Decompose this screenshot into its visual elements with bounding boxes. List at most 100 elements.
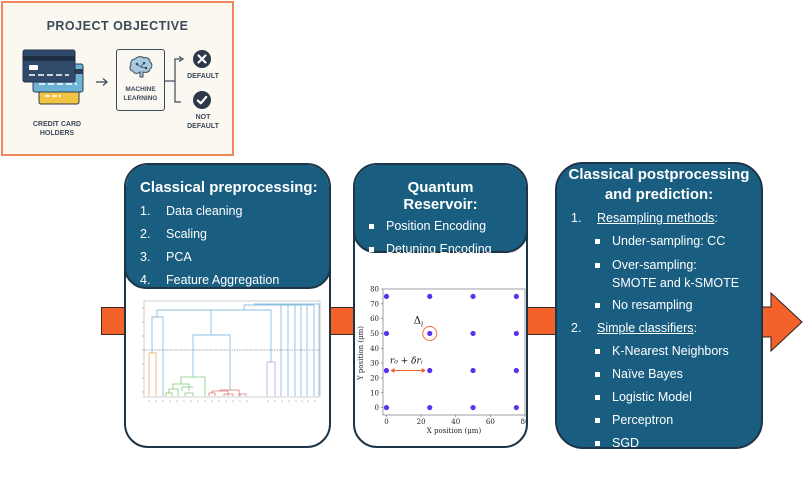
cluster-green (165, 376, 206, 396)
list-item: Under-sampling: CC (595, 230, 761, 253)
credit-card-holders-label: CREDIT CARD HOLDERS (32, 121, 82, 137)
svg-text:1: 1 (301, 399, 303, 403)
bullet-icon (595, 372, 600, 377)
resampling-group: 1.Resampling methods: Under-sampling: CC… (557, 207, 761, 317)
preprocessing-stage: Classical preprocessing: 1.Data cleaning… (124, 163, 331, 448)
svg-text:1: 1 (148, 399, 150, 403)
machine-learning-label: MACHINE LEARNING (123, 86, 158, 102)
project-objective-card: PROJECT OBJECTIVE CREDIT CARD HOLDERS MA… (1, 1, 234, 156)
list-item: 4.Feature Aggregation (140, 273, 280, 287)
group-heading: 2.Simple classifiers: (571, 321, 698, 335)
svg-text:1: 1 (176, 399, 178, 403)
credit-card-icon (22, 49, 84, 105)
svg-text:1: 1 (169, 399, 171, 403)
bullet-icon (595, 464, 600, 469)
detuning-label: Δi (414, 315, 423, 328)
x-tick-label: 60 (486, 418, 495, 426)
cluster-orange (148, 352, 157, 396)
y-tick-label: 20 (370, 374, 379, 382)
x-tick-label: 20 (417, 418, 426, 426)
spacing-label: r₀ + δrᵢ (390, 357, 423, 367)
atoms (383, 293, 519, 411)
svg-text:1: 1 (204, 399, 206, 403)
svg-text:1: 1 (267, 399, 269, 403)
atom-point (383, 330, 390, 337)
atom-point (470, 404, 476, 411)
atom-point (427, 404, 433, 411)
cluster-red (208, 389, 247, 396)
y-tick-label: 30 (370, 360, 379, 368)
x-tick-label: 80 (521, 418, 527, 426)
y-tick-label: 80 (370, 286, 379, 294)
list-item: SVM (595, 455, 761, 478)
svg-text:1: 1 (314, 399, 316, 403)
x-tick-label: 40 (451, 418, 460, 426)
list-item: 1.Data cleaning (140, 204, 243, 218)
svg-text:1: 1 (183, 399, 185, 403)
atom-point (470, 293, 476, 300)
x-ticks: 0 20 40 60 80 (384, 415, 527, 426)
list-item: Detuning Encoding (369, 238, 526, 261)
reservoir-stage: Quantum Reservoir: Position Encoding Det… (353, 163, 528, 448)
postprocessing-title: Classical postprocessing and prediction: (568, 166, 750, 203)
check-circle-icon (193, 91, 211, 109)
atom-point (513, 293, 519, 300)
y-tick-label: 70 (370, 300, 379, 308)
svg-text:1: 1 (239, 399, 241, 403)
list-item: SGD (595, 432, 761, 455)
plot-frame (382, 288, 526, 416)
bullet-icon (595, 395, 600, 400)
svg-text:1: 1 (295, 399, 297, 403)
atom-point (470, 330, 476, 337)
x-tick-label: 0 (384, 418, 388, 426)
spacing-arrowhead-right (421, 368, 426, 374)
x-axis-label: X position (μm) (427, 427, 482, 435)
flow-arrow-segment-3 (526, 307, 558, 335)
postprocessing-stage: Classical postprocessing and prediction:… (555, 162, 763, 473)
classifiers-group: 2.Simple classifiers: K-Nearest Neighbor… (557, 317, 761, 478)
svg-text:1: 1 (232, 399, 234, 403)
list-item: Over-sampling:SMOTE and k-SMOTE (595, 253, 761, 294)
y-tick-label: 60 (370, 315, 379, 323)
default-label: DEFAULT (187, 73, 219, 80)
svg-text:1: 1 (288, 399, 290, 403)
machine-learning-box: MACHINE LEARNING (116, 49, 165, 111)
y-tick-label: 0 (375, 404, 379, 412)
list-item: Naïve Bayes (595, 363, 761, 386)
atom-point (383, 367, 390, 374)
bullet-icon (595, 441, 600, 446)
branch-connector (165, 55, 185, 103)
dendrogram-y-ticks (142, 307, 144, 393)
y-tick-label: 40 (370, 345, 379, 353)
list-item: Position Encoding (369, 215, 526, 238)
list-item: No resampling (595, 294, 761, 317)
atom-point (513, 404, 519, 411)
bullet-icon (595, 303, 600, 308)
y-tick-label: 10 (370, 389, 379, 397)
svg-text:1: 1 (162, 399, 164, 403)
svg-text:1: 1 (225, 399, 227, 403)
atom-point (427, 293, 433, 300)
group-heading: 1.Resampling methods: (571, 211, 718, 225)
close-circle-icon (193, 50, 211, 68)
svg-text:1: 1 (307, 399, 309, 403)
svg-text:1: 1 (246, 399, 248, 403)
list-item: Perceptron (595, 409, 761, 432)
flow-arrow-head (760, 292, 803, 352)
bullet-icon (595, 349, 600, 354)
preprocessing-title: Classical preprocessing: (140, 179, 318, 196)
brain-icon (129, 56, 153, 78)
svg-text:1: 1 (274, 399, 276, 403)
list-item: K-Nearest Neighbors (595, 340, 761, 363)
detuning-ring (422, 326, 438, 341)
bullet-icon (369, 224, 374, 229)
atom-point (383, 404, 390, 411)
svg-text:1: 1 (211, 399, 213, 403)
objective-title: PROJECT OBJECTIVE (46, 19, 189, 33)
bullet-icon (369, 247, 374, 252)
atom-point (470, 367, 476, 374)
bullet-icon (595, 263, 600, 268)
